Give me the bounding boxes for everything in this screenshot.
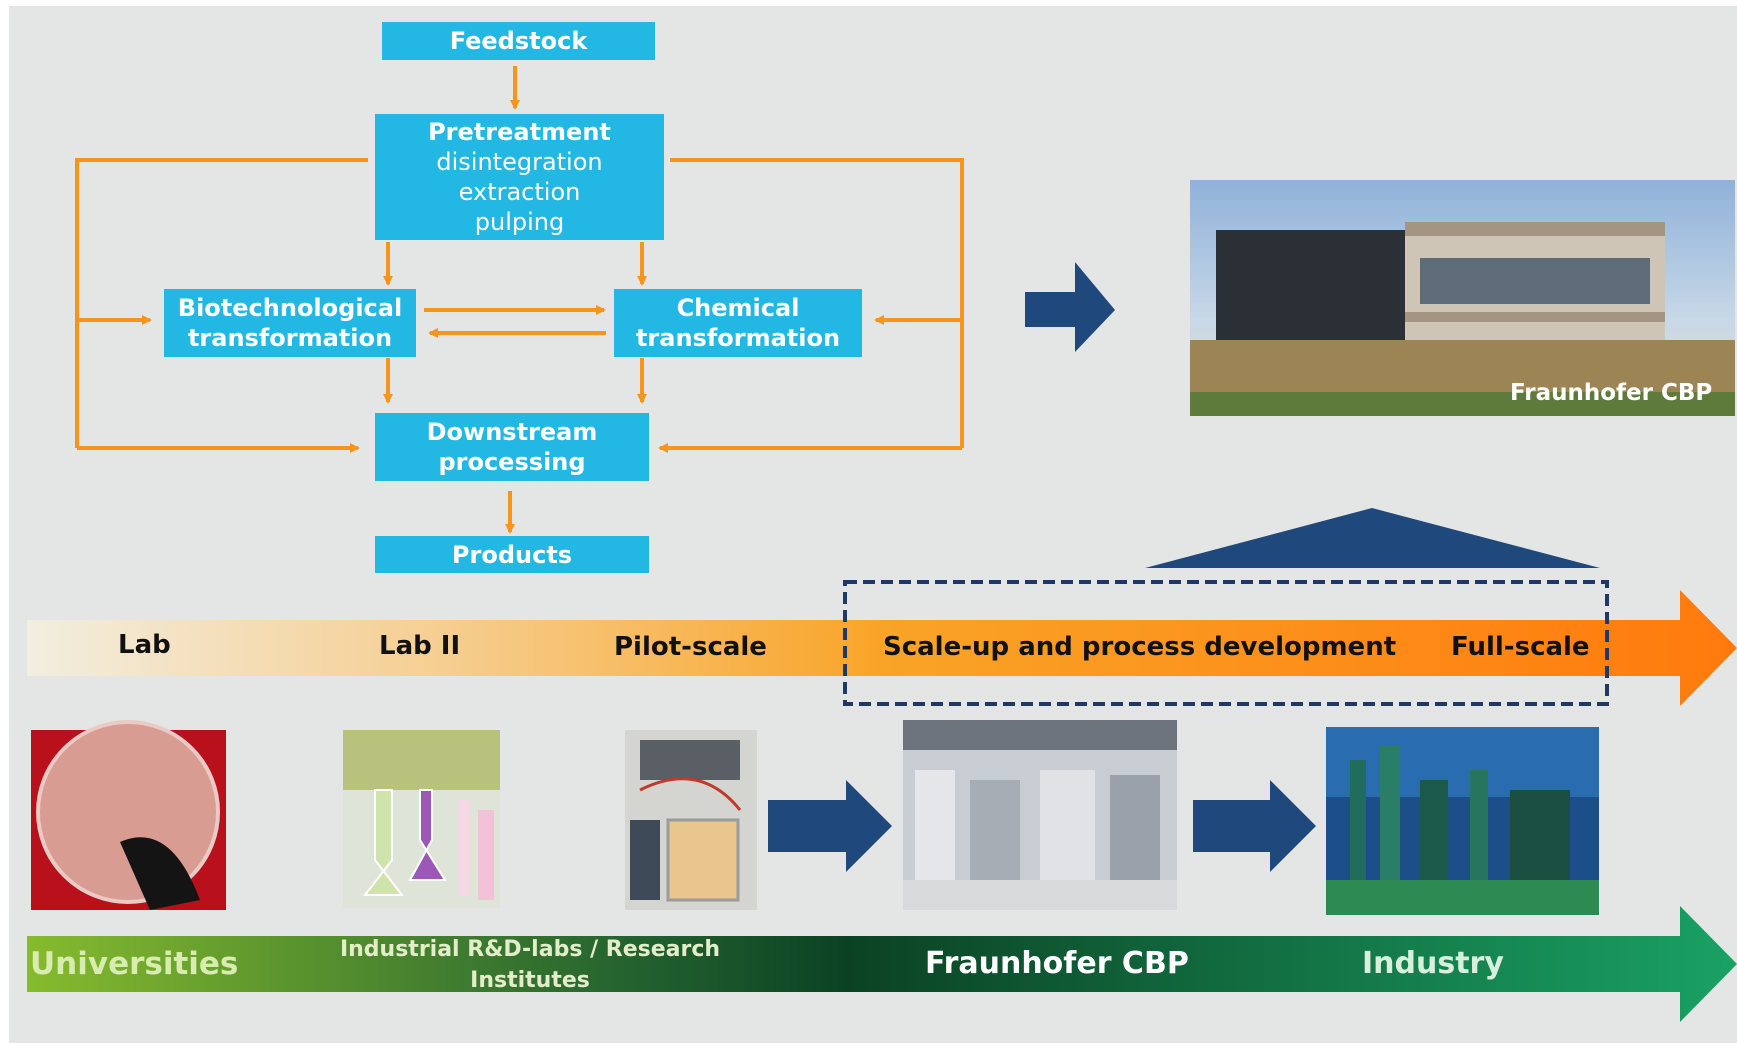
petri-dish-photo bbox=[31, 720, 226, 910]
pilot-reactor-photo bbox=[625, 730, 757, 910]
building-caption: Fraunhofer CBP bbox=[1510, 380, 1713, 406]
scaleup-highlight-frame bbox=[843, 580, 1609, 706]
downstream-label-line1: Downstream bbox=[426, 418, 598, 446]
building-photo bbox=[1190, 180, 1735, 416]
loop-left bbox=[75, 158, 368, 448]
stage-arrow-band bbox=[27, 590, 1737, 706]
biotech-box: Biotechnological transformation bbox=[164, 289, 416, 357]
stage-scale-up: Scale-up and process development bbox=[883, 632, 1397, 662]
org-arrow-band bbox=[27, 906, 1737, 1022]
stage-lab-ii: Lab II bbox=[379, 631, 461, 661]
navy-arrow-to-building bbox=[1025, 262, 1115, 352]
feedstock-box: Feedstock bbox=[382, 22, 655, 60]
stage-full-scale: Full-scale bbox=[1451, 632, 1590, 662]
flow-connectors bbox=[75, 66, 964, 534]
refinery-photo bbox=[1326, 727, 1599, 915]
navy-arrow-cbp-to-industry bbox=[1193, 780, 1316, 872]
stage-pilot-scale: Pilot-scale bbox=[614, 632, 767, 662]
biotech-label-line2: transformation bbox=[187, 324, 393, 352]
pretreatment-step-disintegration: disintegration bbox=[436, 148, 603, 176]
navy-arrow-pilot-to-cbp bbox=[768, 780, 892, 872]
navy-triangle bbox=[1145, 508, 1600, 568]
pretreatment-box: Pretreatment disintegration extraction p… bbox=[375, 114, 664, 240]
org-industry: Industry bbox=[1362, 946, 1504, 981]
org-universities: Universities bbox=[30, 946, 239, 982]
pretreatment-title: Pretreatment bbox=[428, 118, 611, 146]
downstream-label-line2: processing bbox=[438, 448, 586, 476]
lab-glassware-photo bbox=[343, 730, 500, 908]
org-fraunhofer: Fraunhofer CBP bbox=[925, 946, 1189, 981]
products-box: Products bbox=[375, 536, 649, 573]
feedstock-label: Feedstock bbox=[449, 27, 588, 55]
products-label: Products bbox=[451, 540, 573, 569]
plant-interior-photo bbox=[903, 720, 1177, 910]
pretreatment-step-pulping: pulping bbox=[474, 208, 565, 236]
chemical-box: Chemical transformation bbox=[614, 289, 862, 357]
downstream-box: Downstream processing bbox=[375, 413, 649, 481]
chemical-label-line1: Chemical bbox=[676, 294, 800, 322]
org-industrial-labs-line1: Industrial R&D-labs / Research bbox=[339, 937, 721, 962]
pretreatment-step-extraction: extraction bbox=[458, 178, 581, 206]
chemical-label-line2: transformation bbox=[635, 324, 841, 352]
org-industrial-labs-line2: Institutes bbox=[470, 968, 590, 993]
biotech-label-line1: Biotechnological bbox=[177, 294, 403, 322]
org-industrial-labs: Industrial R&D-labs / Research Institute… bbox=[320, 934, 740, 996]
stage-lab: Lab bbox=[118, 630, 171, 660]
loop-right bbox=[670, 158, 964, 448]
